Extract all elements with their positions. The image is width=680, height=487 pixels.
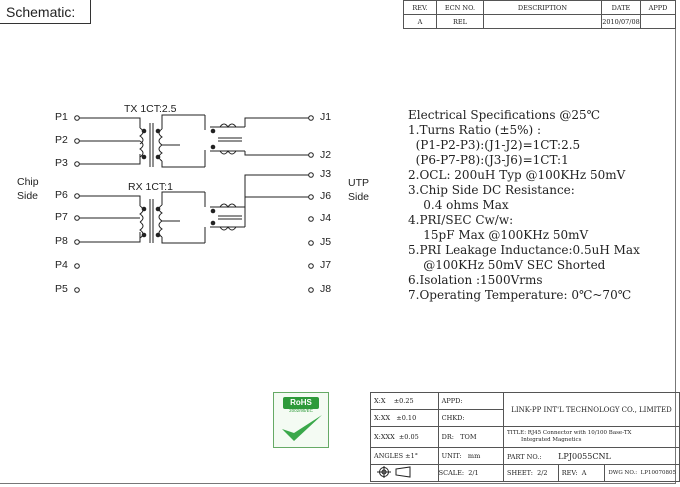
scale-sheet-cell: SCALE: 2/1 (437, 464, 505, 482)
spec-line: 6.Isolation :1500Vrms (408, 273, 543, 287)
unit-field: UNIT: mm (437, 447, 505, 465)
chkd-field: CHKD: (437, 409, 505, 427)
ecn-value: REL (436, 14, 484, 29)
spec-title: Electrical Specifications @25℃ (408, 108, 601, 122)
spec-line: 15pF Max @100KHz 50mV (408, 228, 589, 242)
spec-line: (P6-P7-P8):(J3-J6)=1CT:1 (408, 153, 569, 167)
pin-j1: J1 (320, 111, 332, 123)
electrical-specifications: Electrical Specifications @25℃ 1.Turns R… (408, 108, 640, 303)
date-header: DATE (601, 0, 641, 15)
pin-j7: J7 (320, 259, 332, 271)
pin-p7: P7 (55, 211, 68, 223)
rx-ratio-label: RX 1CT:1 (128, 181, 173, 193)
chip-side-label: Chip Side (17, 176, 39, 202)
pin-p1: P1 (55, 111, 68, 123)
revision-table: REV. ECN NO. DESCRIPTION DATE APPD A REL… (403, 0, 676, 29)
tolerance-xx: X:XX ±0.10 (370, 409, 439, 427)
tolerance-x: X:X ±0.25 (370, 392, 439, 410)
pin-p6: P6 (55, 189, 68, 201)
checkmark-icon (282, 415, 322, 441)
pin-j5: J5 (320, 236, 332, 248)
description-header: DESCRIPTION (483, 0, 602, 15)
utp-side-label: UTP Side (348, 177, 370, 203)
rohs-logo: RoHS 2002/95/EC (273, 392, 329, 448)
third-angle-projection-icon (377, 466, 411, 478)
rohs-text: RoHS (283, 397, 319, 409)
ecn-header: ECN NO. (436, 0, 484, 15)
pin-j6: J6 (320, 190, 332, 202)
pin-j8: J8 (320, 283, 332, 295)
pin-p4: P4 (55, 259, 68, 271)
date-value: 2010/07/08 (601, 14, 641, 29)
projection-symbol (370, 464, 439, 482)
spec-line: 2.OCL: 200uH Typ @100KHz 50mV (408, 168, 626, 182)
pin-p5: P5 (55, 283, 68, 295)
rev-field: REV: A (557, 464, 606, 482)
appd-field: APPD: (437, 392, 505, 410)
rev-header: REV. (403, 0, 437, 15)
pin-p3: P3 (55, 157, 68, 169)
title-field: TITLE: RJ45 Connector with 10/100 Base-T… (503, 426, 680, 448)
schematic-label: Schematic: (0, 0, 91, 24)
appd-value (640, 14, 676, 29)
appd-header: APPD (640, 0, 676, 15)
pin-j4: J4 (320, 212, 332, 224)
sheet-field: SHEET: 2/2 (503, 464, 559, 482)
spec-line: 7.Operating Temperature: 0℃~70℃ (408, 288, 632, 302)
angles-tolerance: ANGLES ±1° (370, 447, 439, 465)
tolerance-xxx: X:XXX ±0.05 (370, 426, 439, 448)
spec-line: 0.4 ohms Max (408, 198, 509, 212)
spec-line: 4.PRI/SEC Cw/w: (408, 213, 514, 227)
tx-ratio-label: TX 1CT:2.5 (124, 103, 177, 115)
dr-field: DR: TOM (437, 426, 505, 448)
description-value (483, 14, 602, 29)
spec-line: 1.Turns Ratio (±5%) : (408, 123, 542, 137)
rohs-subtext: 2002/95/EC (289, 408, 313, 413)
pin-p2: P2 (55, 134, 68, 146)
company-name: LINK-PP INT'L TECHNOLOGY CO., LIMITED (503, 392, 680, 427)
pin-j2: J2 (320, 149, 332, 161)
spec-line: 3.Chip Side DC Resistance: (408, 183, 575, 197)
title-block: X:X ±0.25 APPD: LINK-PP INT'L TECHNOLOGY… (370, 392, 680, 482)
pin-j3: J3 (320, 168, 332, 180)
transformer-schematic (74, 114, 314, 293)
spec-line: @100KHz 50mV SEC Shorted (408, 258, 606, 272)
rev-value: A (403, 14, 437, 29)
spec-line: 5.PRI Leakage Inductance:0.5uH Max (408, 243, 640, 257)
dwg-field: DWG NO.: LP10070805 (604, 464, 680, 482)
part-no-field: PART NO.: LPJ0055CNL (503, 447, 680, 465)
spec-line: (P1-P2-P3):(J1-J2)=1CT:2.5 (408, 138, 581, 152)
pin-p8: P8 (55, 235, 68, 247)
